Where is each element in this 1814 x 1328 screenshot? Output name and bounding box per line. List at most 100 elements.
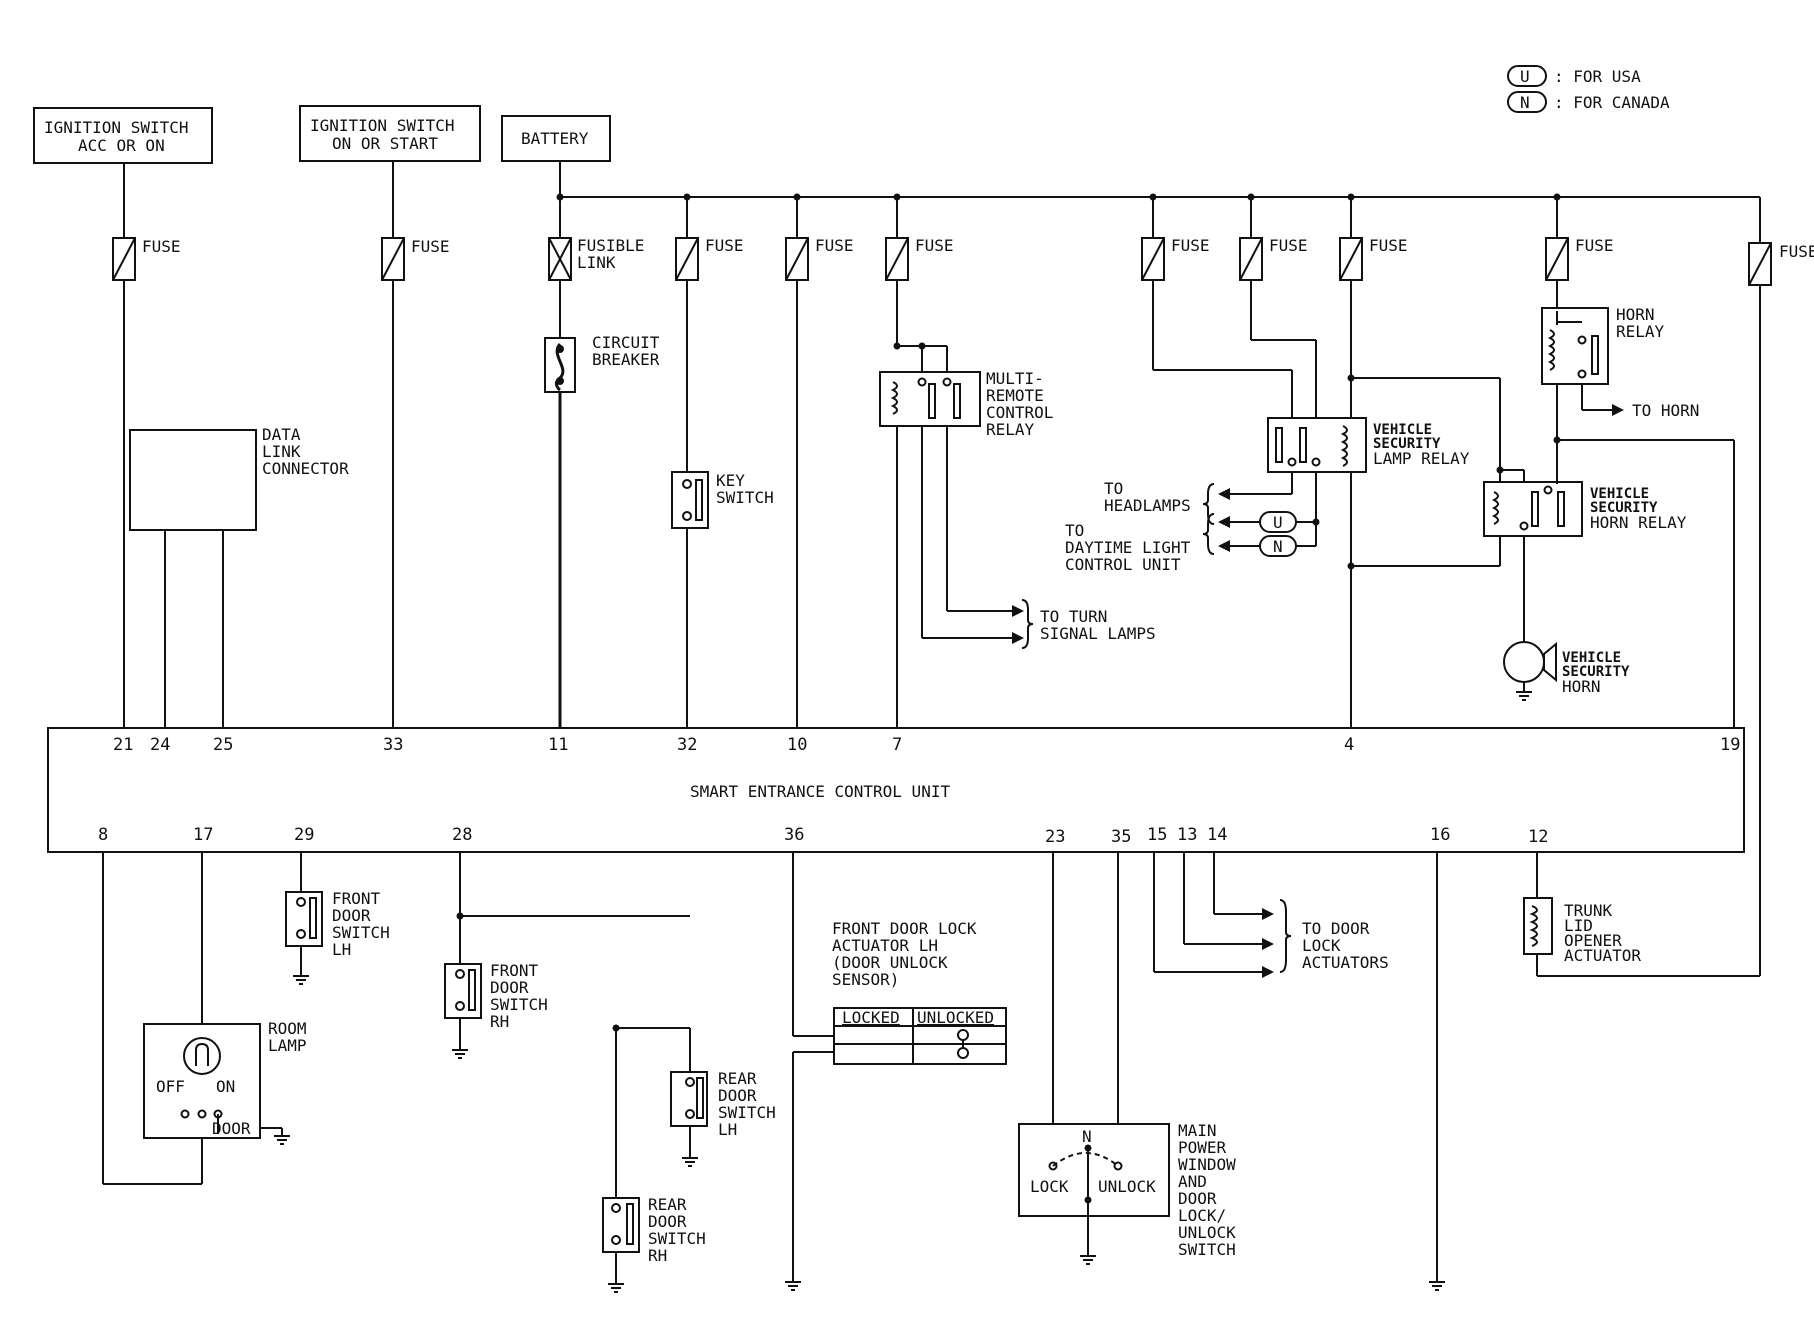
daytime-label-1: TO [1065, 521, 1084, 540]
legend-n-text: : FOR CANADA [1554, 93, 1670, 112]
rdsw-lh-label-3: SWITCH [718, 1103, 776, 1122]
turn-signal-label-1: TO TURN [1040, 607, 1107, 626]
fuse-label: FUSE [915, 236, 954, 255]
battery-box: BATTERY [501, 115, 611, 162]
legend-u-symbol [1507, 65, 1547, 87]
battery-label: BATTERY [521, 129, 589, 148]
fuse-label: FUSE [411, 237, 450, 256]
legend-u-text: : FOR USA [1554, 67, 1641, 86]
fuse-multi-relay: FUSE [885, 197, 954, 281]
lamp-relay-label-1: VEHICLE [1373, 422, 1432, 438]
pin-33: 33 [383, 735, 403, 755]
door-lock-actuator-outputs: TO DOOR LOCK ACTUATORS [1153, 852, 1389, 978]
fuse-key: FUSE [675, 197, 744, 281]
pin-36: 36 [784, 825, 804, 845]
trunk-label-3: OPENER [1564, 931, 1622, 950]
fusible-label-1: FUSIBLE [577, 236, 644, 255]
rdsw-rh-label-4: RH [648, 1246, 667, 1265]
pin-16: 16 [1430, 825, 1450, 845]
daytime-label-3: CONTROL UNIT [1065, 555, 1181, 574]
legend: U : FOR USA N : FOR CANADA [1507, 65, 1670, 113]
multi-label-1: MULTI- [986, 369, 1044, 388]
pin-29: 29 [294, 825, 314, 845]
door-act-label-3: ACTUATORS [1302, 953, 1389, 972]
sec-horn-label-3: HORN [1562, 677, 1601, 696]
turn-signal-label-2: SIGNAL LAMPS [1040, 624, 1156, 643]
legend-u-letter: U [1520, 67, 1530, 86]
n-tag: N [1273, 537, 1283, 556]
actuator-label-3: (DOOR UNLOCK [832, 953, 948, 972]
actuator-label-2: ACTUATOR LH [832, 936, 938, 955]
u-tag: U [1273, 513, 1283, 532]
pin-23: 23 [1045, 827, 1065, 847]
pin-17: 17 [193, 825, 213, 845]
pin-35: 35 [1111, 827, 1131, 847]
ignition-start-label-2: ON OR START [332, 134, 438, 153]
multi-label-2: REMOTE [986, 386, 1044, 405]
sec-horn-label-1: VEHICLE [1562, 650, 1621, 666]
main-power-window-switch: N LOCK UNLOCK MAIN POWER WINDOW AND DOOR… [1018, 852, 1236, 1265]
horn-relay: HORN RELAY TO HORN [1541, 280, 1735, 728]
fuse-horn: FUSE [1545, 197, 1614, 281]
fdsw-lh-label-1: FRONT [332, 889, 381, 908]
multi-remote-control-relay: MULTI- REMOTE CONTROL RELAY TO TURN SIGN… [879, 280, 1156, 728]
lamp-relay-label-2: SECURITY [1373, 436, 1441, 452]
ignition-start-box: IGNITION SWITCH ON OR START [299, 105, 481, 162]
pw-label-6: LOCK/ [1178, 1206, 1226, 1225]
fdsw-rh-label-2: DOOR [490, 978, 529, 997]
circuit-breaker: CIRCUIT BREAKER [544, 333, 660, 393]
fuse-lamp-2: FUSE [1239, 197, 1308, 281]
ignition-acc-box: IGNITION SWITCH ACC OR ON [33, 107, 213, 164]
door-act-label-1: TO DOOR [1302, 919, 1370, 938]
fuse-label: FUSE [1269, 236, 1308, 255]
trunk-label-1: TRUNK [1564, 901, 1613, 920]
rdsw-lh-label-4: LH [718, 1120, 737, 1139]
legend-n-symbol [1507, 91, 1547, 113]
vehicle-security-lamp-relay: VEHICLE SECURITY LAMP RELAY U N TO HEADL… [1065, 280, 1501, 728]
trunk-lid-opener-actuator: TRUNK LID OPENER ACTUATOR [1523, 285, 1761, 977]
front-door-lock-actuator-lh: LOCKED UNLOCKED FRONT DOOR LOCK ACTUATOR… [785, 852, 1007, 1291]
pw-label-2: POWER [1178, 1138, 1227, 1157]
pin-8: 8 [98, 825, 108, 845]
pw-label-4: AND [1178, 1172, 1207, 1191]
fdsw-rh-label-3: SWITCH [490, 995, 548, 1014]
pin-24: 24 [150, 735, 170, 755]
sec-horn-label-2: SECURITY [1562, 664, 1630, 680]
pw-label-5: DOOR [1178, 1189, 1217, 1208]
sec-horn-relay-label-3: HORN RELAY [1590, 513, 1687, 532]
actuator-label-1: FRONT DOOR LOCK [832, 919, 977, 938]
multi-label-3: CONTROL [986, 403, 1053, 422]
actuator-label-4: SENSOR) [832, 970, 899, 989]
fdsw-lh-label-3: SWITCH [332, 923, 390, 942]
fuse-trunk: FUSE [1748, 197, 1814, 286]
unlocked-header: UNLOCKED [917, 1008, 994, 1027]
headlamps-label-1: TO [1104, 479, 1123, 498]
headlamps-label-2: HEADLAMPS [1104, 496, 1191, 515]
horn-relay-label-2: RELAY [1616, 322, 1665, 341]
fdsw-rh-label-4: RH [490, 1012, 509, 1031]
key-label-2: SWITCH [716, 488, 774, 507]
pin-7: 7 [892, 735, 902, 755]
pin-21: 21 [113, 735, 133, 755]
smart-entrance-control-unit: SMART ENTRANCE CONTROL UNIT 21 24 25 33 … [47, 727, 1745, 853]
control-unit-label: SMART ENTRANCE CONTROL UNIT [690, 782, 950, 801]
horn-relay-label-1: HORN [1616, 305, 1655, 324]
pin-10: 10 [787, 735, 807, 755]
sec-horn-relay-label-1: VEHICLE [1590, 486, 1649, 502]
fdsw-lh-label-4: LH [332, 940, 351, 959]
pin-12: 12 [1528, 827, 1548, 847]
data-link-connector: DATA LINK CONNECTOR [129, 425, 349, 728]
fuse-label: FUSE [705, 236, 744, 255]
to-horn-label: TO HORN [1632, 401, 1699, 420]
rdsw-lh-label-1: REAR [718, 1069, 757, 1088]
pw-n-label: N [1082, 1127, 1092, 1146]
trunk-label-4: ACTUATOR [1564, 946, 1641, 965]
pin-4: 4 [1344, 735, 1354, 755]
fuse-ign-acc: FUSE [112, 163, 181, 281]
rear-door-switch-rh: REAR DOOR SWITCH RH [602, 1028, 706, 1293]
pin-19: 19 [1720, 735, 1740, 755]
trunk-label-2: LID [1564, 916, 1593, 935]
rear-door-switch-lh: REAR DOOR SWITCH LH [612, 1024, 776, 1167]
fuse-label: FUSE [1575, 236, 1614, 255]
pw-label-8: SWITCH [1178, 1240, 1236, 1259]
